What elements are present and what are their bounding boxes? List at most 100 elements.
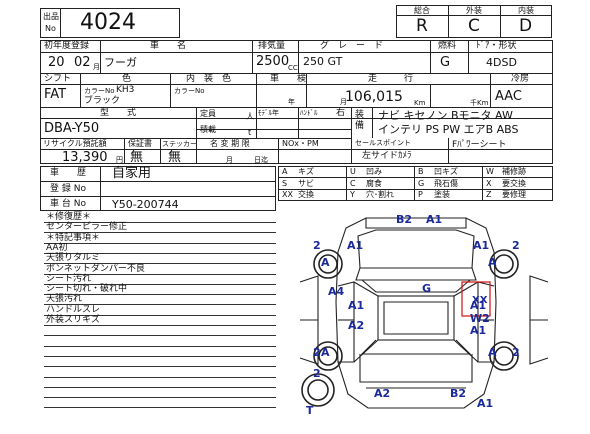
note-line [44, 306, 276, 316]
note-line [44, 254, 276, 265]
damage-mark: XX [472, 295, 488, 306]
inspection-label: 車 検 [270, 74, 307, 84]
grade-box [396, 5, 552, 38]
legend-label: 要交換 [502, 179, 526, 188]
note-line [44, 275, 276, 285]
note-line [44, 223, 276, 234]
note-line [44, 378, 276, 388]
interior-color-label: 内 装 色 [186, 74, 232, 84]
model-label: 型 式 [100, 108, 137, 118]
legend-code: P [418, 190, 423, 199]
car-diagram [299, 217, 549, 409]
legend-code: W [486, 167, 494, 176]
displacement: 2500 [256, 54, 290, 69]
name-change-day: 日迄 [254, 156, 268, 164]
damage-mark: A [321, 346, 330, 359]
chassis: Y50-200744 [112, 198, 179, 211]
inspection-year-unit: 年 [288, 98, 295, 106]
note-text: ＊修復歴＊ [46, 212, 92, 222]
model: DBA-Y50 [44, 121, 100, 136]
color-no-label: カラーNo [84, 87, 115, 95]
chassis-label: 車 台 No [50, 199, 86, 209]
damage-mark: A1 [477, 397, 494, 410]
damage-mark: 2 [313, 367, 321, 380]
color-label: 色 [122, 74, 132, 84]
selling-point-line1: Fﾊﾟﾜーシート [452, 140, 507, 150]
damage-mark: G [422, 282, 432, 295]
selling-point-line2: 左サイドｶﾒﾗ [362, 151, 412, 161]
selling-point-label: セールスポイント [355, 139, 411, 147]
color-no: KH3 [116, 85, 135, 95]
legend-label: 飛石傷 [434, 179, 458, 188]
note-text: ボンネットダンパー不良 [46, 263, 145, 274]
damage-mark: B2 [450, 387, 467, 400]
legend-label: キズ [298, 167, 314, 176]
note-line [44, 265, 276, 275]
recycle-amount: 13,390 [62, 150, 108, 165]
damage-mark: A1 [470, 324, 487, 337]
legend-label: 補修跡 [502, 167, 526, 176]
grade-total-value: R [416, 16, 428, 36]
legend-label: 腐食 [366, 179, 382, 188]
legend-label: 凹み [366, 167, 382, 176]
capacity-unit: 人 [246, 112, 254, 121]
equipment-line2: インテリ PS PW エアB ABS [378, 123, 519, 136]
damage-mark: A1 [348, 299, 365, 312]
note-line [44, 398, 276, 409]
damage-mark: A [488, 346, 497, 359]
legend-code: C [350, 179, 356, 188]
load-unit: t [248, 128, 252, 137]
damage-mark: A1 [347, 239, 364, 252]
inspection-month-unit: 月 [340, 98, 347, 106]
legend-label: 穴･割れ [366, 190, 394, 199]
lot-number: 4024 [80, 10, 136, 35]
grade-exterior-value: C [468, 16, 480, 36]
ac: AAC [495, 89, 522, 104]
lot-box [40, 8, 180, 38]
legend-code: Y [350, 190, 355, 199]
legend-code: A [282, 167, 288, 176]
note-text: ハンドルスレ [46, 304, 101, 315]
damage-mark: T [306, 404, 314, 417]
first-reg-month-unit: 月 [93, 63, 100, 71]
note-text: シート切れ・破れ中 [46, 284, 128, 295]
equipment-label: 装備 [355, 110, 365, 131]
door-label: ﾄﾞｱ・形状 [476, 41, 517, 51]
mileage-unit: Km [414, 99, 426, 107]
shift: FAT [44, 87, 67, 102]
note-text: 外装スリキズ [46, 315, 101, 325]
main-grid [40, 40, 553, 164]
mileage: 106,015 [345, 89, 403, 105]
note-text: 天張りタルミ [46, 253, 101, 264]
note-text: ＊特記事項＊ [46, 232, 101, 243]
legend-code: X [486, 179, 492, 188]
grade: 250 GT [303, 55, 343, 68]
recycle-unit: 円 [116, 156, 123, 164]
legend-label: 凹キズ [434, 167, 458, 176]
damage-mark: A4 [328, 285, 345, 298]
fuel-label: 燃料 [438, 41, 457, 51]
legend-label: サビ [298, 179, 314, 188]
note-text: センターピラー修正 [46, 222, 128, 233]
lot-label-bottom: No [45, 24, 56, 33]
mileage-thousand-unit: 千Km [470, 99, 489, 107]
warranty: 無 [130, 150, 144, 165]
damage-mark: 2 [512, 239, 520, 252]
damage-mark: A2 [348, 319, 365, 332]
registration-label: 登 録 No [50, 184, 86, 194]
note-text: AA初 [46, 242, 68, 253]
handle-label: ﾊﾝﾄﾞﾙ [300, 109, 318, 117]
legend-code: S [282, 179, 288, 188]
legend-label: 交換 [298, 190, 314, 199]
legend-code: U [350, 167, 356, 176]
displacement-label: 排気量 [258, 41, 286, 51]
nox-label: NOx・PM [282, 139, 319, 148]
note-text: シート汚れ [46, 273, 92, 284]
damage-mark: A1 [426, 213, 443, 226]
damage-mark: A1 [470, 299, 487, 312]
legend-box [278, 166, 553, 201]
legend-code: B [418, 167, 424, 176]
grade-interior-label: 内装 [518, 6, 534, 15]
legend-code: G [418, 179, 425, 188]
note-line [44, 316, 276, 326]
